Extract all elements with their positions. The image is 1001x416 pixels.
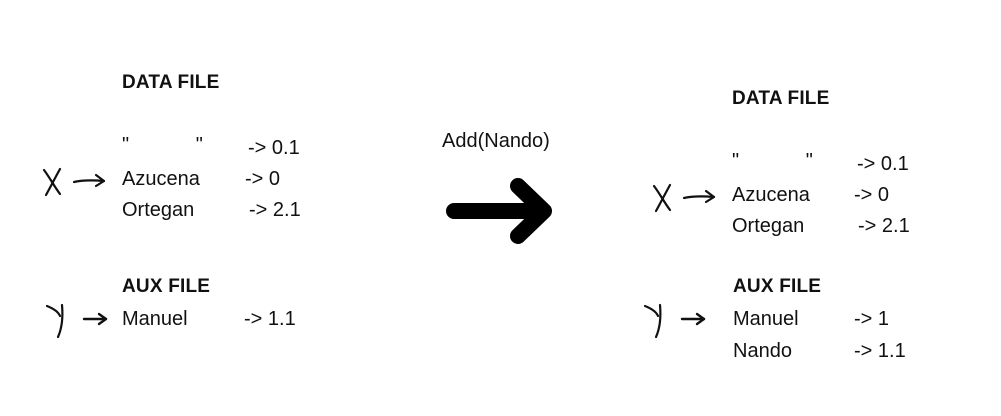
y-pointer-icon xyxy=(643,303,706,339)
x-pointer-icon xyxy=(42,167,106,197)
x-pointer-icon xyxy=(652,183,716,213)
left-aux-file-title: AUX FILE xyxy=(122,276,211,297)
right-data-row-value: -> 0 xyxy=(854,184,890,206)
operation-label: Add(Nando) xyxy=(442,130,550,152)
big-right-arrow-icon xyxy=(446,178,552,244)
left-data-file-title: DATA FILE xyxy=(122,72,220,93)
right-data-row-name: Azucena xyxy=(732,184,810,206)
right-aux-file-title: AUX FILE xyxy=(733,276,822,297)
right-aux-row-value: -> 1 xyxy=(854,308,890,330)
right-data-row-name: " " xyxy=(732,150,813,172)
right-aux-row-name: Nando xyxy=(733,340,792,362)
left-aux-row-value: -> 1.1 xyxy=(244,308,296,330)
left-data-row-name: Ortegan xyxy=(122,199,195,221)
right-aux-row-value: -> 1.1 xyxy=(854,340,906,362)
right-data-row-value: -> 0.1 xyxy=(857,153,909,175)
right-data-row-name: Ortegan xyxy=(732,215,805,237)
left-data-row-value: -> 0.1 xyxy=(248,137,300,159)
left-data-row-value: -> 0 xyxy=(245,168,281,190)
left-data-row-name: Azucena xyxy=(122,168,200,190)
left-data-row-name: " " xyxy=(122,134,203,156)
right-aux-row-name: Manuel xyxy=(733,308,799,330)
left-aux-row-name: Manuel xyxy=(122,308,188,330)
right-data-row-value: -> 2.1 xyxy=(858,215,910,237)
y-pointer-icon xyxy=(45,303,108,339)
right-data-file-title: DATA FILE xyxy=(732,88,830,109)
left-data-row-value: -> 2.1 xyxy=(249,199,301,221)
